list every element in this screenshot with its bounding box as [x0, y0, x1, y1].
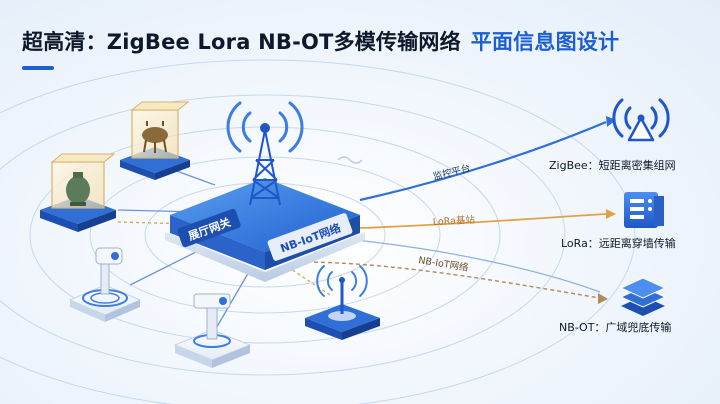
broadcast-waves-icon: [226, 101, 304, 153]
link-line-nbiot: [299, 261, 601, 299]
protocol-label-lora: LoRa：远距离穿墙传输: [561, 236, 676, 250]
protocol-label-zigbee: ZigBee：短距离密集组网: [549, 158, 676, 172]
link-label-nbiot: NB-IoT网络: [418, 254, 470, 274]
exhibit-case-vase: [40, 153, 116, 232]
gateway-hub: 展厅网关 NB-IoT网络: [165, 178, 365, 282]
link-line-monitor: [359, 120, 607, 202]
zigbee-antenna-icon: [612, 98, 670, 142]
wave-decoration: [337, 156, 363, 164]
link-arrow-monitor: [606, 116, 616, 127]
title-main: 超高清：ZigBee Lora NB-OT多模传输网络: [22, 30, 461, 54]
protocol-label-nbiot: NB-OT：广域兜底传输: [559, 320, 671, 334]
link-arrow-lora: [606, 209, 616, 219]
link-line-lora: [359, 213, 607, 229]
nbiot-layers-icon: [619, 277, 667, 316]
title-highlight: 平面信息图设计: [470, 30, 620, 54]
antenna-device: [305, 265, 380, 340]
link-line-nbiot-2: [354, 239, 601, 293]
link-arrow-nbiot: [598, 293, 608, 304]
page-title: 超高清：ZigBee Lora NB-OT多模传输网络平面信息图设计: [22, 26, 619, 56]
tower-icon: [249, 123, 281, 206]
camera-device-bottom: [173, 293, 252, 368]
sensor-device-left: [68, 247, 142, 322]
exhibit-case-tripod: [120, 101, 190, 180]
link-label-monitor: 监控平台: [432, 162, 472, 183]
lora-server-icon: [624, 192, 664, 228]
title-underline: [22, 66, 54, 70]
link-label-lora: LoRa基站: [433, 214, 476, 228]
